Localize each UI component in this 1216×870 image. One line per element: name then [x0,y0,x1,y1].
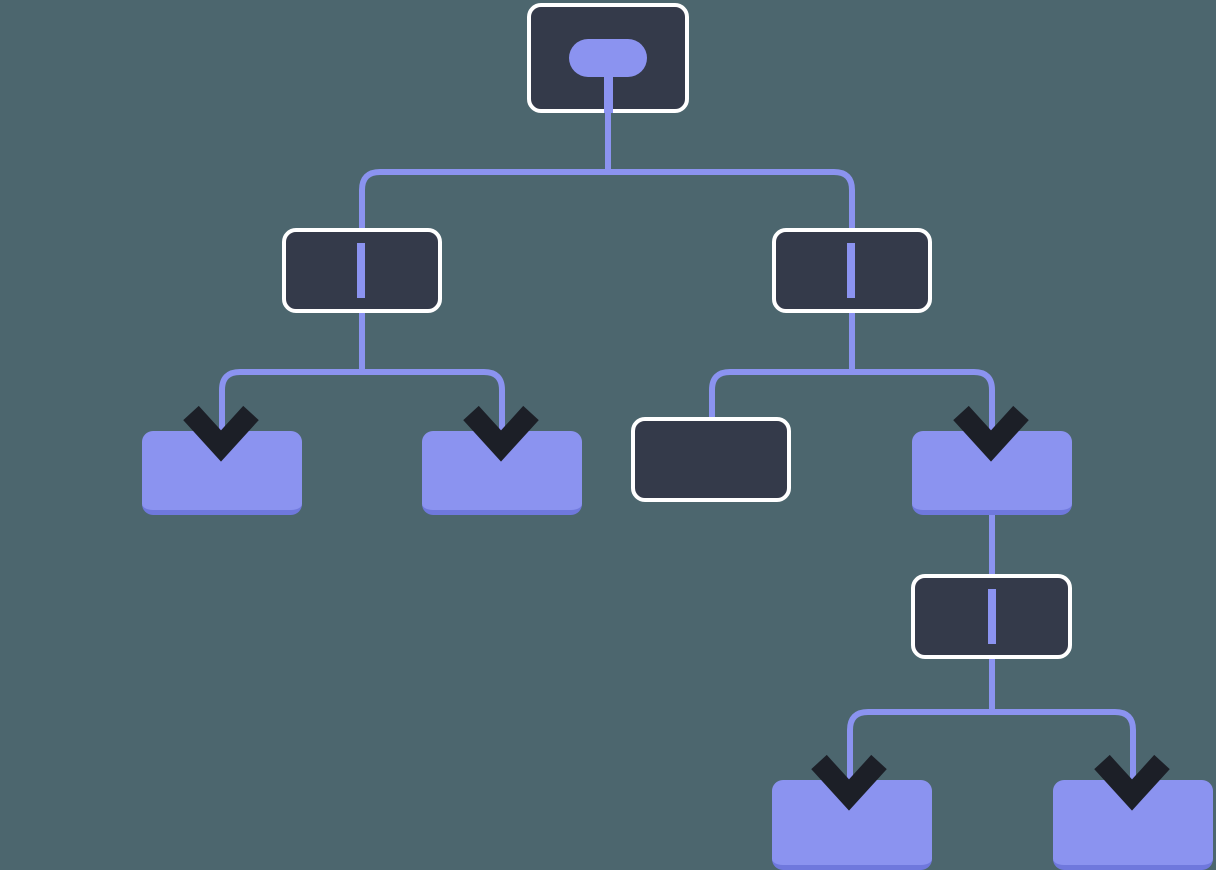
tree-node-n4[interactable] [422,431,582,515]
node-bar-marker [847,243,855,298]
node-bar-marker [357,243,365,298]
node-pill-marker [569,39,647,77]
tree-node-n8[interactable] [772,780,932,870]
tree-node-n9[interactable] [1053,780,1213,870]
node-bar-marker [988,589,996,644]
tree-node-n6[interactable] [912,431,1072,515]
node-stem-marker [604,77,613,113]
tree-node-n3[interactable] [142,431,302,515]
tree-node-n5[interactable] [631,417,791,502]
